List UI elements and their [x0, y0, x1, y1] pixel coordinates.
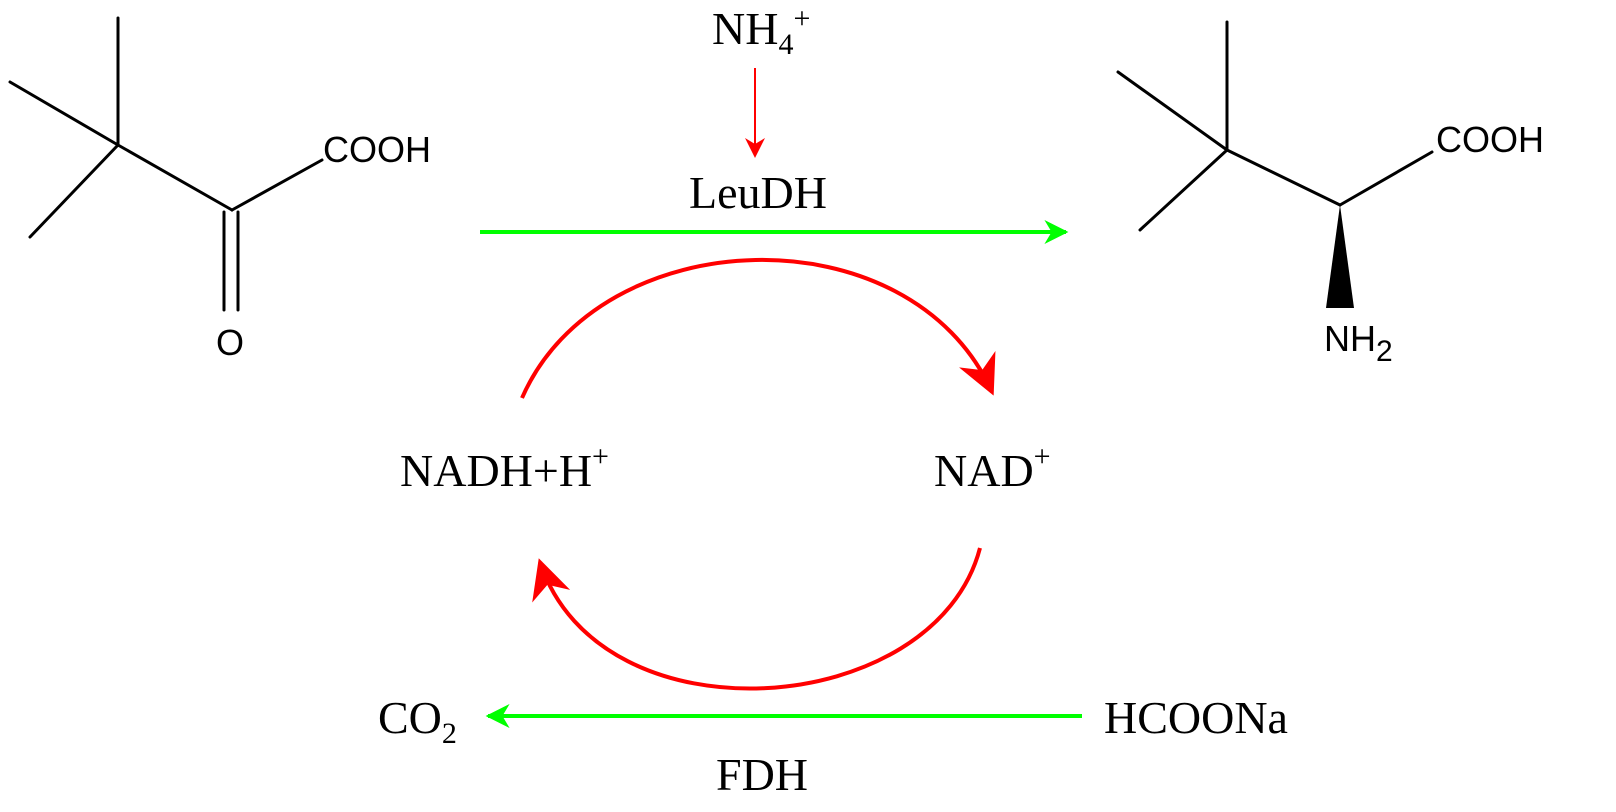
reactant-oxygen-label: O: [216, 322, 244, 363]
cofactor-reduced-label: NADH+H+: [400, 440, 609, 496]
product-structure: COOH NH2: [1116, 20, 1544, 368]
product-bond-methyl-bottom: [1138, 148, 1229, 232]
product-wedge-bond: [1326, 205, 1354, 308]
cofactor-oxidized-label: NAD+: [934, 440, 1051, 496]
reactant-carboxyl-label: COOH: [323, 129, 431, 170]
enzyme-fdh-label: FDH: [716, 749, 808, 800]
ammonium-label: NH4+: [712, 2, 810, 61]
product-bond-quaternary-alpha: [1225, 148, 1342, 207]
product-bond-methyl-left: [1116, 70, 1229, 152]
enzyme-leudh-label: LeuDH: [689, 167, 827, 218]
reactant-bond-methyl-bottom: [28, 143, 120, 239]
product-amine-label: NH2: [1324, 318, 1393, 368]
reactant-bond-methyl-left: [8, 80, 120, 147]
product-carboxyl-label: COOH: [1436, 119, 1544, 160]
formate-label: HCOONa: [1104, 692, 1288, 743]
cycle-arrow-upper: [520, 257, 996, 399]
reactant-bond-quaternary-carbonyl: [116, 143, 234, 212]
co2-label: CO2: [378, 692, 457, 750]
cycle-arrow-lower: [532, 547, 982, 691]
reactant-bond-carbonyl-carboxyl: [230, 158, 324, 212]
reactant-structure: COOH O: [8, 16, 431, 363]
product-bond-alpha-carboxyl: [1338, 150, 1434, 207]
